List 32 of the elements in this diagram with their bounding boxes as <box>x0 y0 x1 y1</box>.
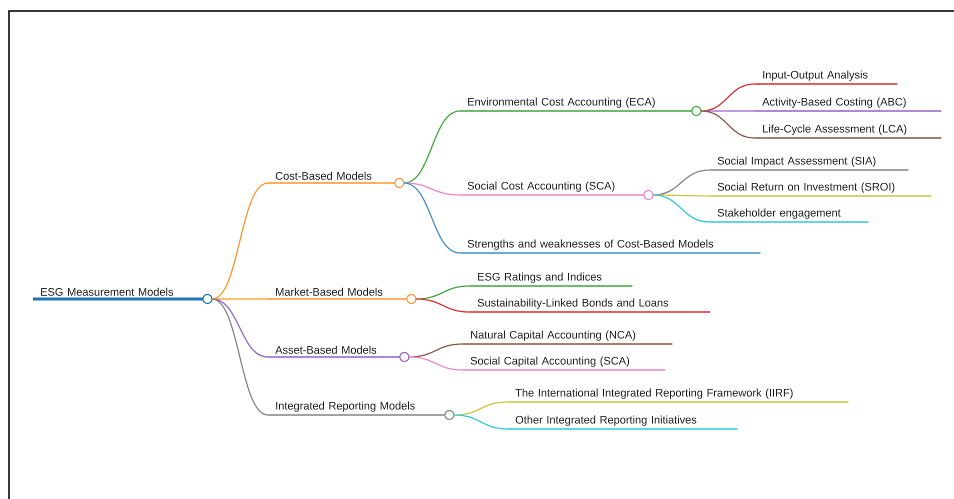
branch-line <box>212 298 268 358</box>
branch-line <box>416 298 470 313</box>
topic-label: Other Integrated Reporting Initiatives <box>508 416 738 430</box>
topic-label: Environmental Cost Accounting (ECA) <box>460 98 702 116</box>
topic-label: Market-Based Models <box>268 288 416 304</box>
topic-label: The International Integrated Reporting Framework (IIRF) <box>508 388 848 403</box>
topic-label: Social Return on Investment (SROI) <box>710 182 932 197</box>
topic-label: Strengths and weaknesses of Cost-Based Models <box>460 240 760 254</box>
topic-label: Natural Capital Accounting (NCA) <box>463 330 672 345</box>
topic-label: Integrated Reporting Models <box>268 402 454 420</box>
branch-line <box>404 182 460 254</box>
branch-line <box>652 194 710 223</box>
topic-label: Sustainability-Linked Bonds and Loans <box>470 298 710 313</box>
topic-label: Social Cost Accounting (SCA) <box>460 182 654 200</box>
topic-label: ESG Measurement Models <box>33 288 212 304</box>
branch-line <box>700 110 756 139</box>
topic-label: Input-Output Analysis <box>755 70 898 85</box>
topic-label: Social Impact Assessment (SIA) <box>710 156 908 171</box>
branch-line <box>454 414 508 430</box>
branch-line <box>212 298 268 416</box>
topic-label: Activity-Based Costing (ABC) <box>755 98 942 112</box>
branch-line <box>652 169 710 196</box>
topic-label: ESG Ratings and Indices <box>470 272 632 287</box>
branch-line <box>408 356 464 371</box>
topic-label: Life-Cycle Assessment (LCA) <box>755 124 942 139</box>
branch-line <box>700 83 756 112</box>
topic-label: Social Capital Accounting (SCA) <box>463 356 666 371</box>
topic-label: Cost-Based Models <box>268 172 404 188</box>
topic-label: Stakeholder engagement <box>710 208 868 223</box>
topic-label: Asset-Based Models <box>268 346 410 362</box>
branch-line <box>212 182 268 300</box>
branch-line <box>404 110 460 184</box>
